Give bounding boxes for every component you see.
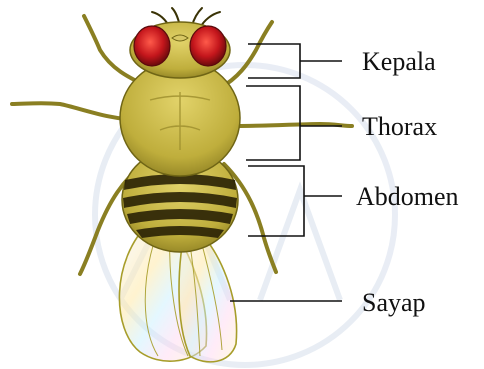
- right-eye: [190, 26, 226, 66]
- label-thorax: Thorax: [362, 112, 437, 141]
- label-kepala: Kepala: [362, 47, 436, 76]
- left-eye: [134, 26, 170, 66]
- label-sayap: Sayap: [362, 288, 426, 317]
- label-abdomen: Abdomen: [356, 182, 459, 211]
- head: [130, 22, 230, 78]
